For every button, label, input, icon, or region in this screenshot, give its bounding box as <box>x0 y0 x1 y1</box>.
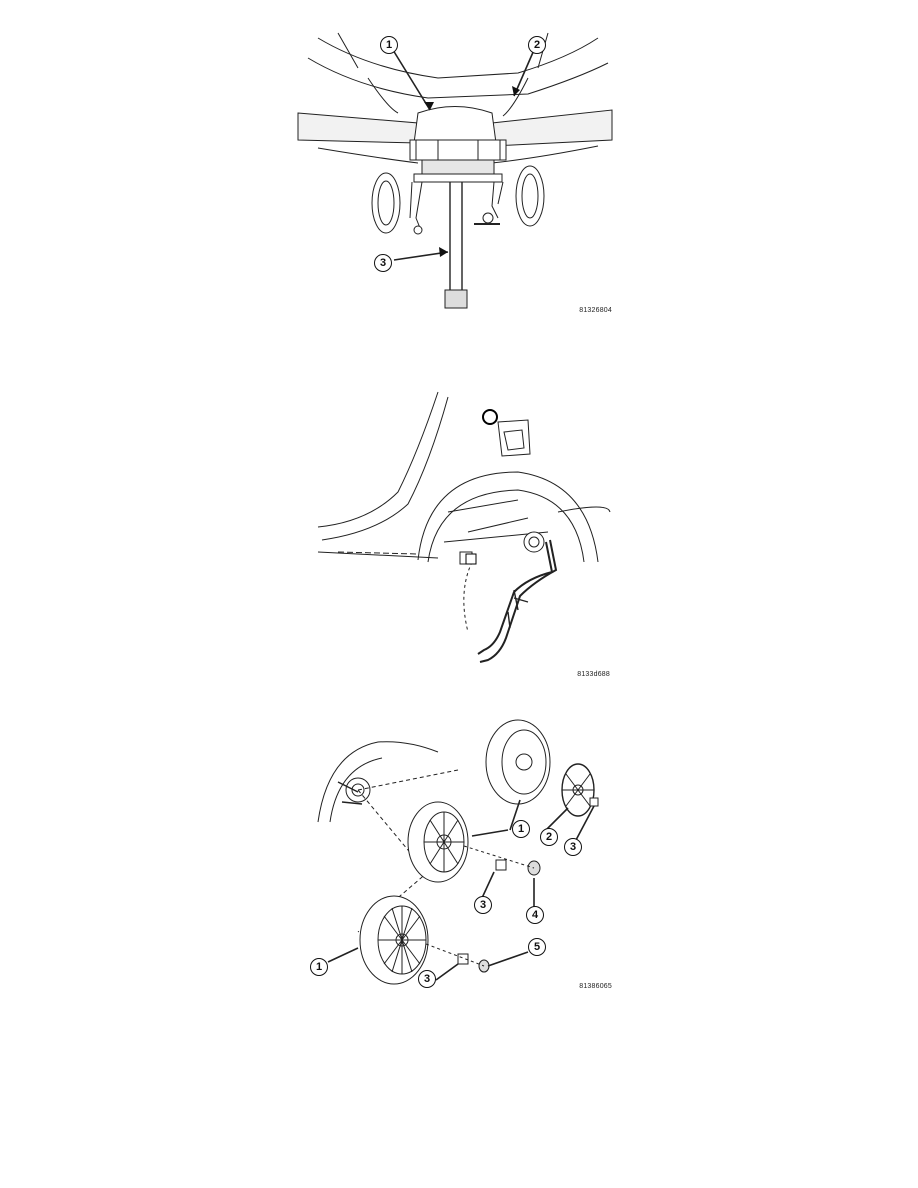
callout-3: 3 <box>474 896 492 914</box>
callout-3: 3 <box>564 838 582 856</box>
figure-id: 81326804 <box>579 307 612 314</box>
callout-1: 1 <box>512 820 530 838</box>
callout-3: 3 <box>374 254 392 272</box>
callout-3: 3 <box>418 970 436 988</box>
callout-1: 1 <box>380 36 398 54</box>
callout-2: 2 <box>540 828 558 846</box>
figure-id: 8133d688 <box>577 671 610 678</box>
wheel-exploded-illustration <box>317 719 599 985</box>
figure-underbody-jack: 1 2 3 81326804 <box>297 28 613 318</box>
underbody-illustration <box>297 32 613 309</box>
callout-2: 2 <box>528 36 546 54</box>
figure-wheel-well-jack-handle: 8133d688 <box>317 391 611 682</box>
figure-id: 81386065 <box>579 983 612 990</box>
figure-wheel-exploded: 1 2 3 3 4 1 3 5 81386065 <box>298 712 612 994</box>
wheel-well-illustration <box>317 391 611 663</box>
callout-4: 4 <box>526 906 544 924</box>
callout-5: 5 <box>528 938 546 956</box>
highlight-ring-marker <box>482 409 498 425</box>
callout-1: 1 <box>310 958 328 976</box>
